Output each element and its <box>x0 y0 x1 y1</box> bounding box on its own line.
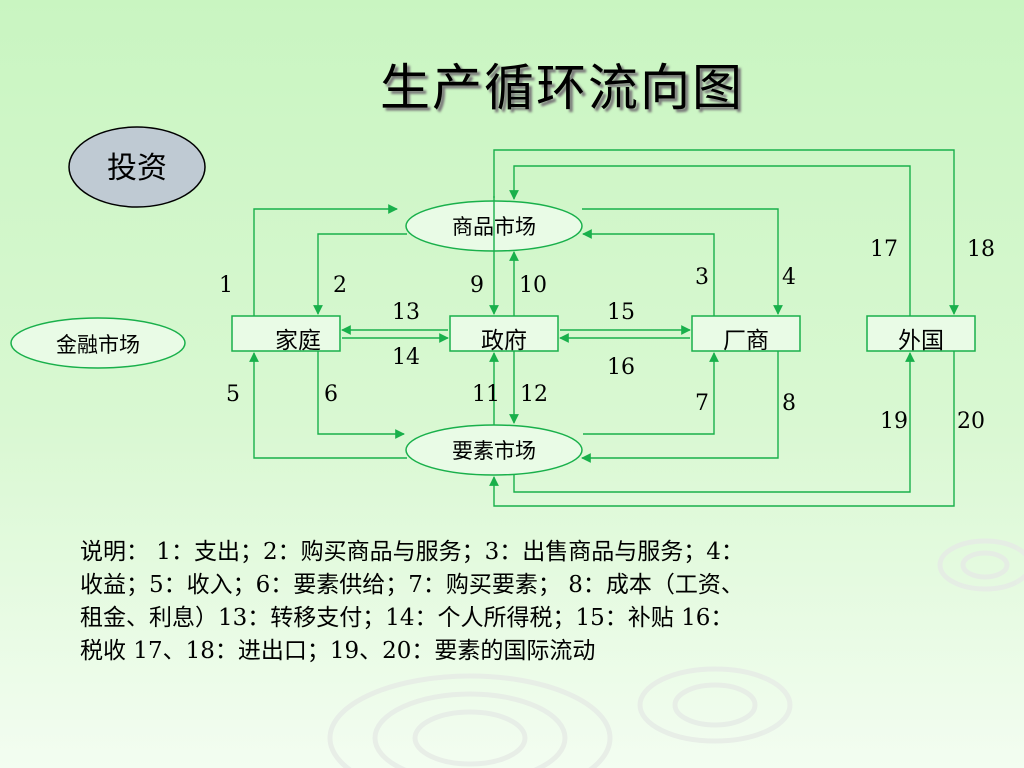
flow-number-14: 14 <box>392 345 420 370</box>
invest-label: 投资 <box>107 151 167 186</box>
flow-number-16: 16 <box>607 355 635 380</box>
foreign-label: 外国 <box>898 328 944 354</box>
ripple-decoration <box>327 538 1024 768</box>
flow-number-18: 18 <box>967 237 995 262</box>
household-label: 家庭 <box>275 328 321 354</box>
caption-line: 收益；5：收入；6：要素供给；7：购买要素； 8：成本（工资、 <box>80 572 744 598</box>
arrow-17 <box>509 165 911 316</box>
arrow-2 <box>313 233 407 315</box>
foreign-box <box>866 315 976 352</box>
caption-line: 说明： 1：支出；2：购买商品与服务；3：出售商品与服务；4： <box>80 539 744 565</box>
household-box <box>231 315 341 352</box>
flow-number-13: 13 <box>392 300 420 325</box>
caption: 说明： 1：支出；2：购买商品与服务；3：出售商品与服务；4： 收益；5：收入；… <box>80 536 960 668</box>
arrow-3 <box>582 229 715 316</box>
flow-number-8: 8 <box>782 391 796 416</box>
government-label: 政府 <box>481 328 527 354</box>
flow-number-19: 19 <box>880 409 908 434</box>
caption-line: 租金、利息）13：转移支付；14：个人所得税；15：补贴 16： <box>80 605 734 631</box>
flow-number-6: 6 <box>324 382 338 407</box>
flow-number-3: 3 <box>695 265 709 290</box>
flow-number-15: 15 <box>607 300 635 325</box>
invest-oval <box>68 126 206 208</box>
flow-number-12: 12 <box>520 382 548 407</box>
flow-number-10: 10 <box>519 273 547 298</box>
flow-number-5: 5 <box>226 382 240 407</box>
arrow-20 <box>489 351 955 507</box>
finance-market-label: 金融市场 <box>56 333 140 357</box>
finance-market-oval <box>10 317 186 369</box>
arrow-1 <box>253 204 398 316</box>
arrow-6 <box>317 351 405 439</box>
firm-label: 厂商 <box>723 328 769 354</box>
arrow-5 <box>249 352 407 459</box>
slide-title: 生产循环流向图 <box>380 59 744 117</box>
factor-market-label: 要素市场 <box>452 439 536 463</box>
flow-number-2: 2 <box>333 273 347 298</box>
flow-number-7: 7 <box>695 391 709 416</box>
arrow-18 <box>493 149 959 315</box>
arrow-4 <box>582 208 783 315</box>
flow-number-20: 20 <box>957 409 985 434</box>
flow-number-4: 4 <box>782 265 796 290</box>
arrow-19 <box>513 352 915 493</box>
arrow-7 <box>583 352 719 435</box>
caption-line: 税收 17、18：进出口；19、20：要素的国际流动 <box>80 638 596 664</box>
flow-number-11: 11 <box>472 382 500 407</box>
firm-box <box>691 315 801 352</box>
flow-number-17: 17 <box>870 237 898 262</box>
flow-number-1: 1 <box>219 273 233 298</box>
government-box <box>449 315 559 352</box>
arrow-8 <box>581 351 779 463</box>
flow-number-9: 9 <box>470 273 484 298</box>
